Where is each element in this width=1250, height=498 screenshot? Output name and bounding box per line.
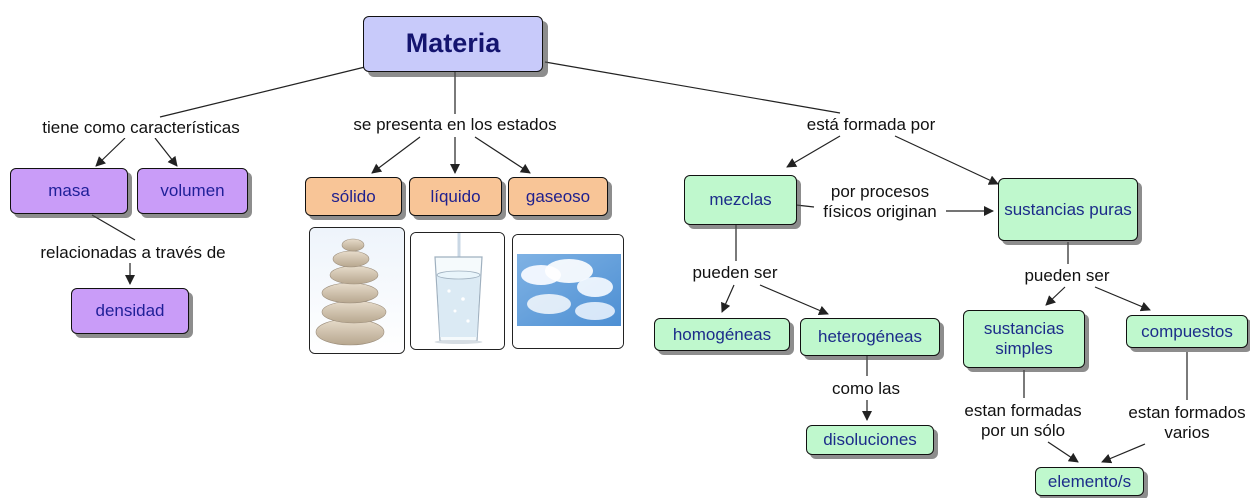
node-sustancias-simples: sustancias simples [963,310,1085,368]
node-solido: sólido [305,177,402,216]
heterogeneas-label: heterogéneas [818,327,922,347]
node-compuestos: compuestos [1126,315,1248,348]
image-solid [309,227,405,354]
node-masa: masa [10,168,128,214]
stacked-stones-icon [310,228,404,353]
mezclas-label: mezclas [709,190,772,210]
sky-clouds-icon [513,235,623,348]
link-label-made-of-several: estan formados varios [1121,403,1250,443]
node-gaseoso: gaseoso [508,177,608,216]
link-label-physical-processes: por procesos físicos originan [816,182,944,222]
made-of-single-text: estan formadas por un sólo [964,401,1082,440]
compuestos-label: compuestos [1141,321,1233,341]
node-heterogeneas: heterogéneas [800,318,940,356]
node-elementos: elemento/s [1035,467,1144,496]
link-label-composition: está formada por [806,115,936,136]
link-label-characteristics: tiene como características [42,118,240,139]
sustancias-puras-label: sustancias puras [1004,199,1132,219]
image-gas [512,234,624,349]
sustancias-simples-label: sustancias simples [983,319,1065,358]
glass-of-water-icon [411,233,504,349]
node-disoluciones: disoluciones [806,425,934,455]
masa-label: masa [48,181,90,201]
root-label: Materia [405,28,501,59]
link-label-related: relacionadas a través de [40,243,226,264]
link-label-such-as: como las [831,379,901,400]
node-volumen: volumen [137,168,248,214]
link-label-states: se presenta en los estados [353,115,557,136]
liquido-label: líquido [430,186,481,206]
node-mezclas: mezclas [684,175,797,225]
made-of-several-text: estan formados varios [1128,403,1246,442]
homogeneas-label: homogéneas [672,324,772,344]
volumen-label: volumen [160,181,225,201]
elementos-label: elemento/s [1047,471,1132,491]
link-label-substances-can-be: pueden ser [1024,266,1110,287]
node-densidad: densidad [71,288,189,334]
solido-label: sólido [331,186,376,206]
disoluciones-label: disoluciones [823,430,917,450]
densidad-label: densidad [95,301,165,321]
node-liquido: líquido [409,177,502,216]
link-label-made-of-single: estan formadas por un sólo [955,401,1091,441]
root-node-materia: Materia [363,16,543,72]
physical-processes-text: por procesos físicos originan [823,182,937,221]
node-sustancias-puras: sustancias puras [998,178,1138,241]
node-homogeneas: homogéneas [654,318,790,351]
gaseoso-label: gaseoso [525,186,591,206]
link-label-mixtures-can-be: pueden ser [692,263,778,284]
image-liquid [410,232,505,350]
